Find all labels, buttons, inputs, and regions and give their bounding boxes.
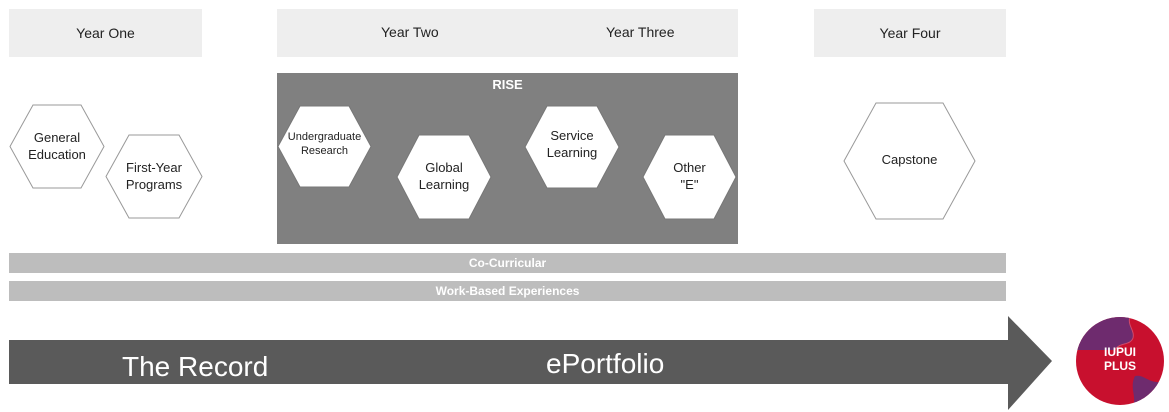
logo-text: IUPUI PLUS [1103, 345, 1136, 373]
general-education-label: General Education [28, 129, 86, 162]
undergraduate-research-label: Undergraduate Research [287, 131, 362, 158]
global-learning-label: Global Learning [418, 160, 470, 192]
global-learning-hexagon: Global Learning [396, 134, 492, 220]
work-based-experiences-band: Work-Based Experiences [9, 281, 1006, 301]
year-three-label: Year Three [606, 24, 675, 40]
iupui-plus-logo: IUPUI PLUS [1075, 316, 1165, 406]
year-four-header: Year Four [814, 9, 1006, 57]
undergraduate-research-hexagon: Undergraduate Research [277, 105, 372, 188]
logo-puzzle-icon [1076, 317, 1164, 405]
hexagon-shape [9, 104, 105, 189]
hexagon-shape [396, 134, 492, 220]
hexagon-shape [105, 134, 203, 219]
rise-title: RISE [492, 77, 523, 92]
other-e-hexagon: Other "E" [642, 134, 737, 220]
service-learning-label: Service Learning [546, 128, 598, 160]
timeline-arrow [9, 316, 1052, 410]
other-e-label: Other "E" [673, 160, 706, 192]
first-year-programs-label: First-Year Programs [125, 159, 183, 192]
capstone-hexagon: Capstone [843, 102, 976, 220]
first-year-programs-hexagon: First-Year Programs [105, 134, 203, 219]
arrow-label-the-record: The Record [122, 351, 269, 382]
capstone-label: Capstone [881, 152, 938, 167]
co-curricular-band: Co-Curricular [9, 253, 1006, 273]
year-two-three-header: Year Two Year Three [277, 9, 738, 57]
year-one-label: Year One [76, 25, 135, 41]
year-one-header: Year One [9, 9, 202, 57]
arrow-label-eportfolio: ePortfolio [546, 348, 665, 379]
work-based-experiences-label: Work-Based Experiences [435, 284, 580, 298]
service-learning-hexagon: Service Learning [524, 105, 620, 189]
hexagon-shape [277, 105, 372, 188]
hexagon-shape [524, 105, 620, 189]
hexagon-shape [642, 134, 737, 220]
hexagon-shape [843, 102, 976, 220]
year-two-label: Year Two [381, 24, 439, 40]
co-curricular-label: Co-Curricular [468, 256, 547, 270]
year-four-label: Year Four [879, 25, 941, 41]
general-education-hexagon: General Education [9, 104, 105, 189]
